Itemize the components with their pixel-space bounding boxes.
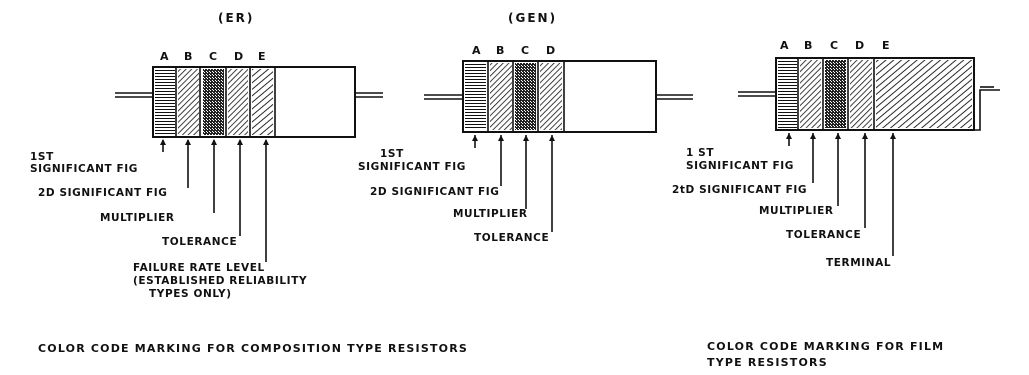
er-band-b (178, 69, 199, 135)
film-band-b (800, 60, 821, 128)
composition-caption: COLOR CODE MARKING FOR COMPOSITION TYPE … (38, 342, 468, 355)
film-letter-d: D (855, 39, 864, 52)
er-label-failure-3: TYPES ONLY) (149, 288, 232, 300)
gen-resistor: (GEN) A B C D 1ST SIGNIFICANT FIG 2D SIG… (358, 11, 693, 244)
gen-band-d (540, 63, 562, 130)
er-band-c (203, 69, 224, 135)
gen-pointer-lines (472, 135, 555, 232)
gen-label-second-sig: 2D SIGNIFICANT FIG (370, 186, 499, 198)
film-band-a (778, 60, 797, 128)
er-band-d (228, 69, 248, 135)
er-letter-e: E (258, 50, 266, 63)
er-resistor: (ER) A B C D E 1ST SIGNIFICANT FIG 2D SI… (30, 11, 383, 300)
er-letter-a: A (160, 50, 169, 63)
er-label-first-sig-1: 1ST (30, 151, 54, 163)
er-label-failure-1: FAILURE RATE LEVEL (133, 262, 265, 274)
gen-letter-a: A (472, 44, 481, 57)
gen-label-tolerance: TOLERANCE (474, 232, 549, 244)
gen-label-first-sig-1: 1ST (380, 148, 404, 160)
film-band-c (825, 60, 846, 128)
er-letter-d: D (234, 50, 243, 63)
gen-label-multiplier: MULTIPLIER (453, 208, 528, 220)
gen-letter-b: B (496, 44, 504, 57)
er-letter-b: B (184, 50, 192, 63)
film-letter-b: B (804, 39, 812, 52)
gen-letter-d: D (546, 44, 555, 57)
film-letter-e: E (882, 39, 890, 52)
er-label-tolerance: TOLERANCE (162, 236, 237, 248)
film-letter-a: A (780, 39, 789, 52)
film-label-tolerance: TOLERANCE (786, 229, 861, 241)
gen-label-first-sig-2: SIGNIFICANT FIG (358, 161, 466, 173)
film-label-first-sig-1: 1 ST (686, 147, 714, 159)
film-band-e-terminal (876, 60, 972, 128)
gen-band-c (515, 63, 536, 130)
film-label-multiplier: MULTIPLIER (759, 205, 834, 217)
gen-band-a (465, 63, 486, 130)
film-pointer-lines (786, 133, 896, 256)
er-letter-c: C (209, 50, 217, 63)
er-label-first-sig-2: SIGNIFICANT FIG (30, 163, 138, 175)
gen-letter-c: C (521, 44, 529, 57)
film-caption-line-2: TYPE RESISTORS (707, 356, 828, 369)
film-letter-c: C (830, 39, 838, 52)
film-label-second-sig: 2tD SIGNIFICANT FIG (672, 184, 807, 196)
er-band-a (155, 69, 175, 135)
er-label-second-sig: 2D SIGNIFICANT FIG (38, 187, 167, 199)
er-header: (ER) (218, 11, 254, 25)
gen-header: (GEN) (508, 11, 557, 25)
gen-band-b (490, 63, 512, 130)
film-caption-line-1: COLOR CODE MARKING FOR FILM (707, 340, 944, 353)
er-pointer-lines (160, 139, 269, 262)
film-label-first-sig-2: SIGNIFICANT FIG (686, 160, 794, 172)
er-label-multiplier: MULTIPLIER (100, 212, 175, 224)
er-band-e (252, 69, 273, 135)
film-label-terminal: TERMINAL (826, 257, 891, 269)
film-band-d (850, 60, 872, 128)
er-label-failure-2: (ESTABLISHED RELIABILITY (133, 275, 307, 287)
film-resistor: A B C D E 1 ST SIGNIFICANT FIG 2tD SIGNI… (672, 39, 1000, 269)
film-terminal-lead (974, 89, 1000, 131)
